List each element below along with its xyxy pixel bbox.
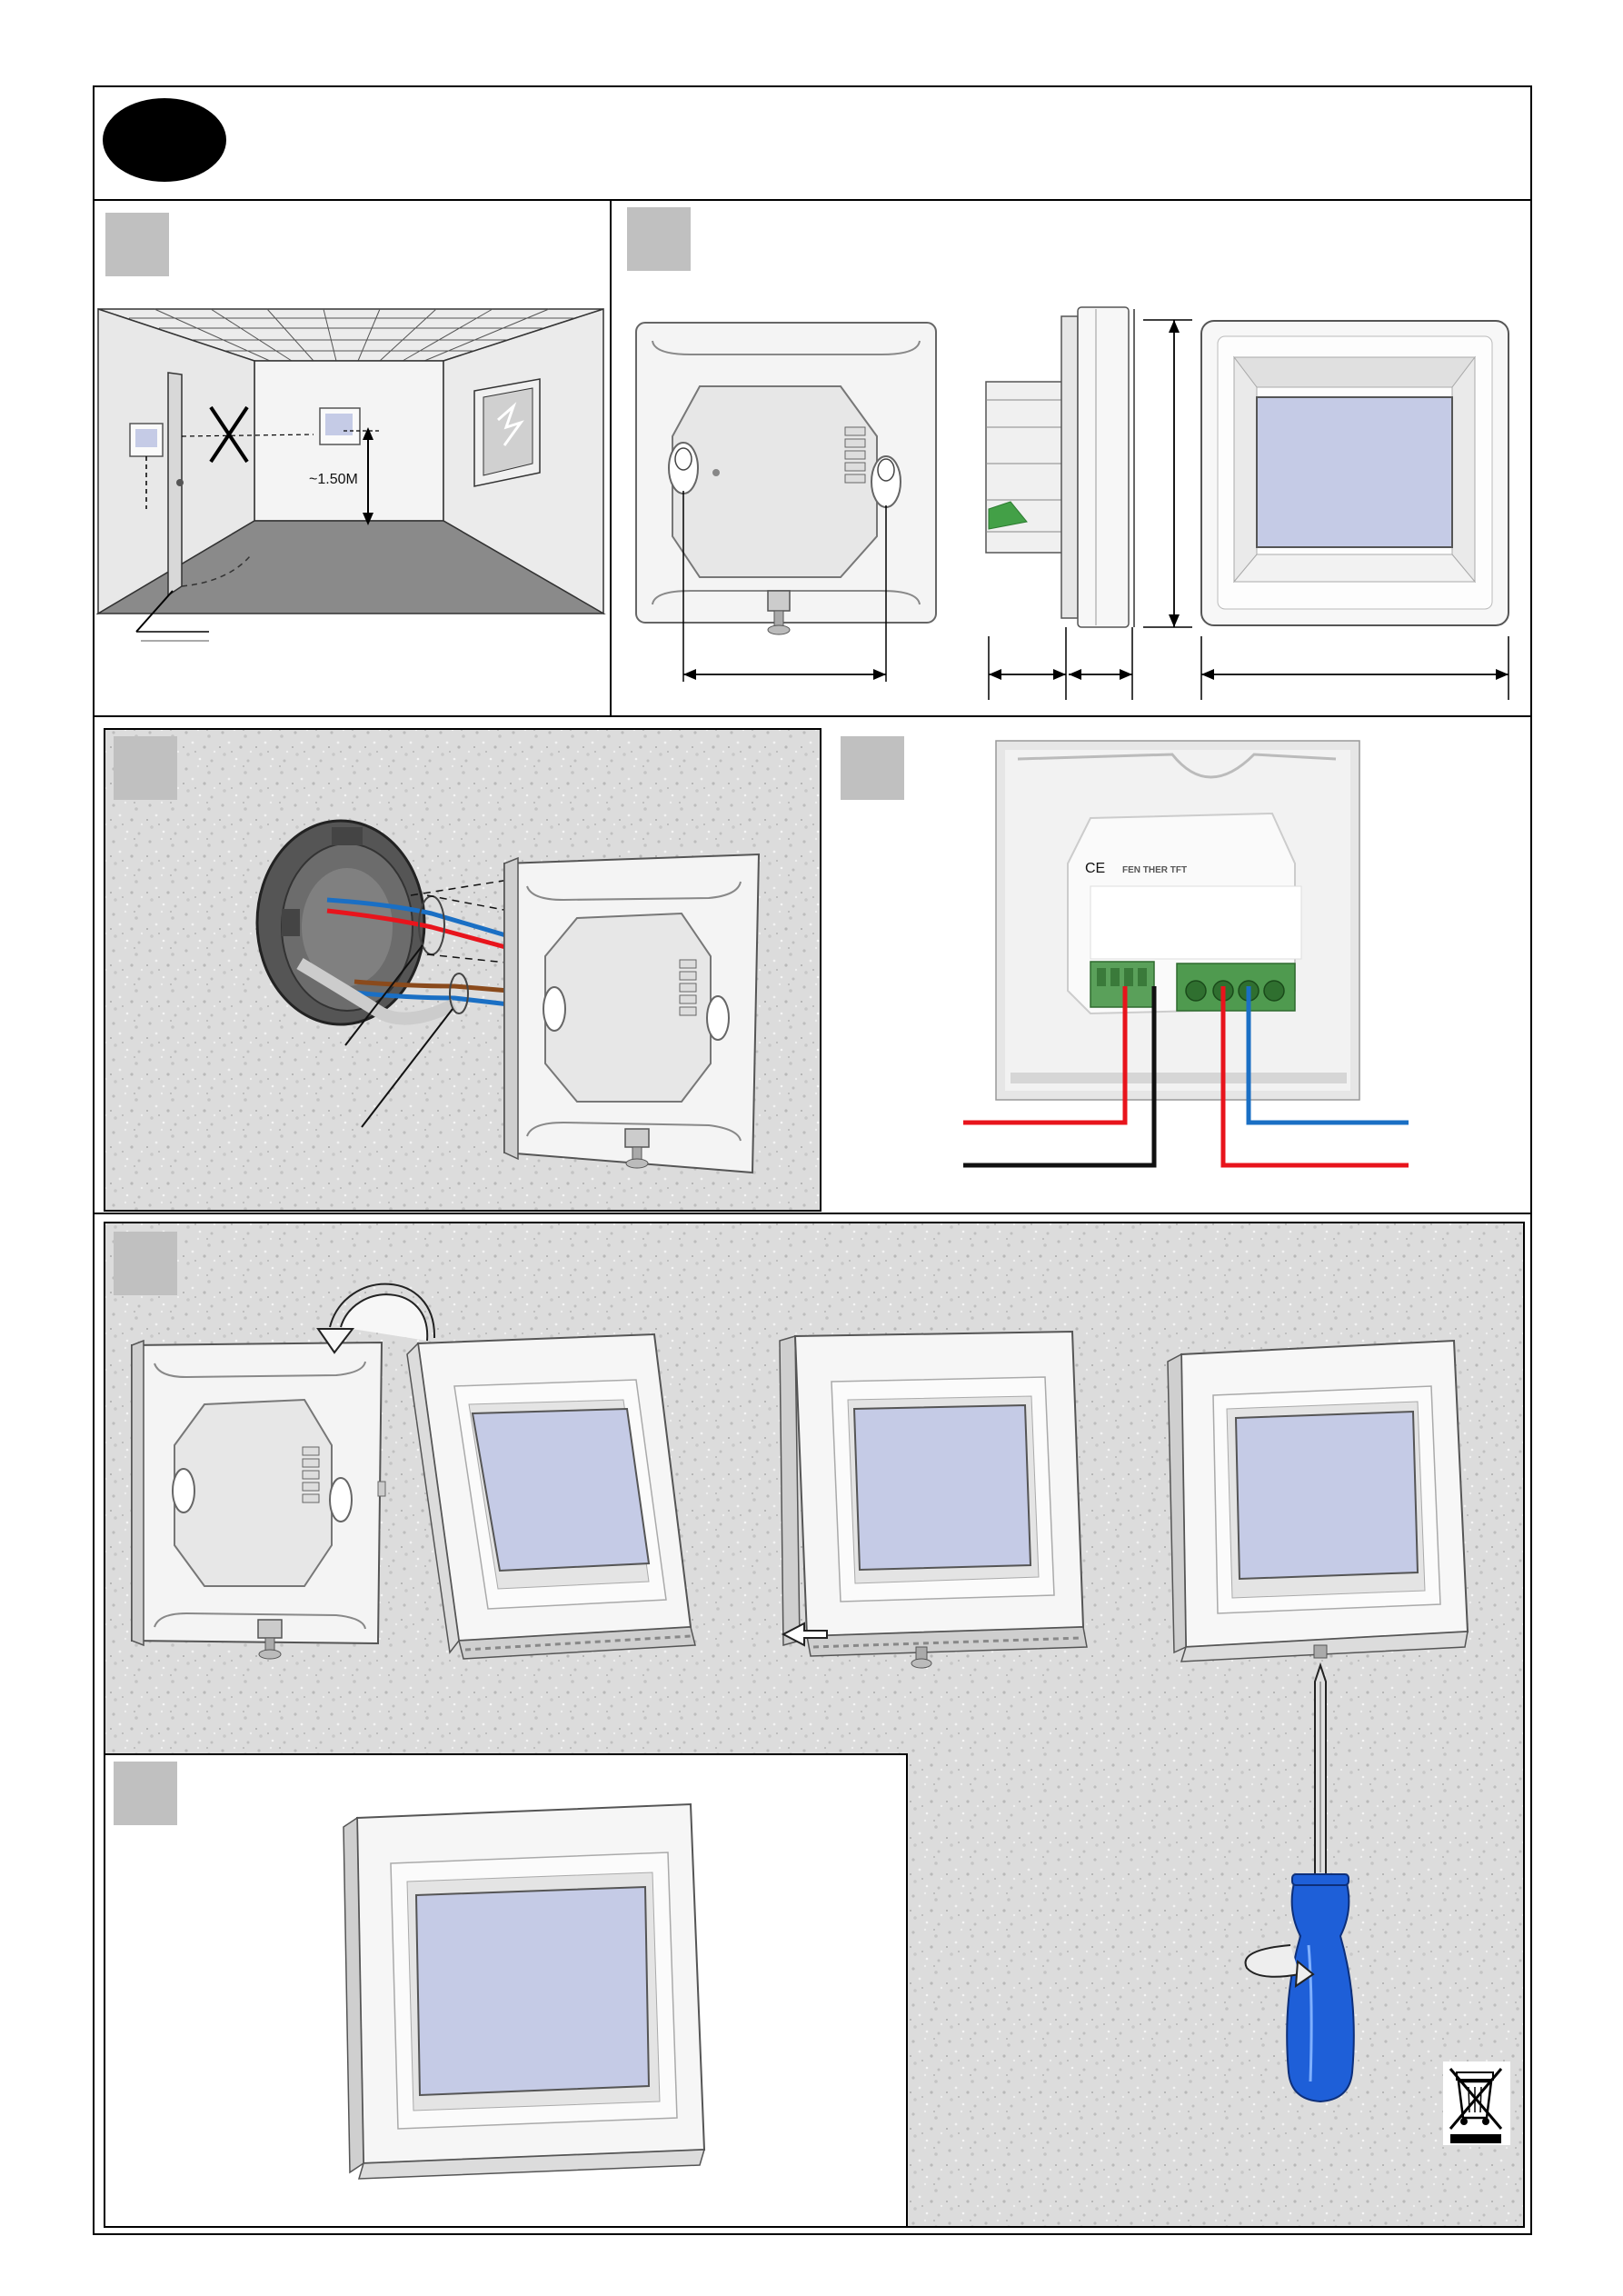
side-view	[985, 306, 1192, 700]
screen	[414, 1885, 651, 2097]
step-badge-5	[114, 1232, 177, 1295]
dimensions-diagram	[627, 207, 1509, 700]
left-arrow-icon	[781, 1622, 828, 1647]
crossed-out-bin-icon	[1443, 2061, 1510, 2145]
front-unit-angled	[406, 1333, 696, 1660]
curved-arrow-icon	[340, 1293, 429, 1342]
label-sticker	[1090, 885, 1302, 960]
page-border	[93, 85, 1532, 2235]
front-view	[1200, 320, 1509, 700]
model-label: FEN THER TFT	[1122, 865, 1187, 875]
screen	[1234, 1410, 1419, 1581]
screwdriver-icon	[1244, 1662, 1355, 2103]
finished-unit	[343, 1802, 706, 2180]
language-badge-icon	[103, 98, 226, 182]
step-badge-2	[627, 207, 691, 271]
step-badge-1	[105, 213, 169, 276]
screen	[471, 1407, 651, 1572]
step-badge-3	[114, 736, 177, 800]
room-placement-diagram: ~1.50M	[95, 213, 606, 642]
screen	[852, 1403, 1032, 1572]
wire-black	[963, 986, 1157, 1168]
wiring-wall-box-diagram	[104, 728, 821, 1212]
screen	[1256, 396, 1453, 548]
step-badge-4	[841, 736, 904, 800]
wire-red-right	[1220, 986, 1409, 1168]
ce-mark: CE	[1085, 861, 1105, 876]
front-unit-hooked	[779, 1330, 1088, 1669]
wire-blue	[1246, 986, 1409, 1125]
mounting-diagram	[104, 1222, 1525, 2228]
step-badge-6	[114, 1762, 177, 1825]
terminal-wiring-diagram: CE FEN THER TFT	[841, 736, 1409, 1168]
wire-red-left	[963, 986, 1128, 1125]
height-label: ~1.50M	[309, 472, 358, 487]
front-unit-installed	[1167, 1339, 1469, 1662]
